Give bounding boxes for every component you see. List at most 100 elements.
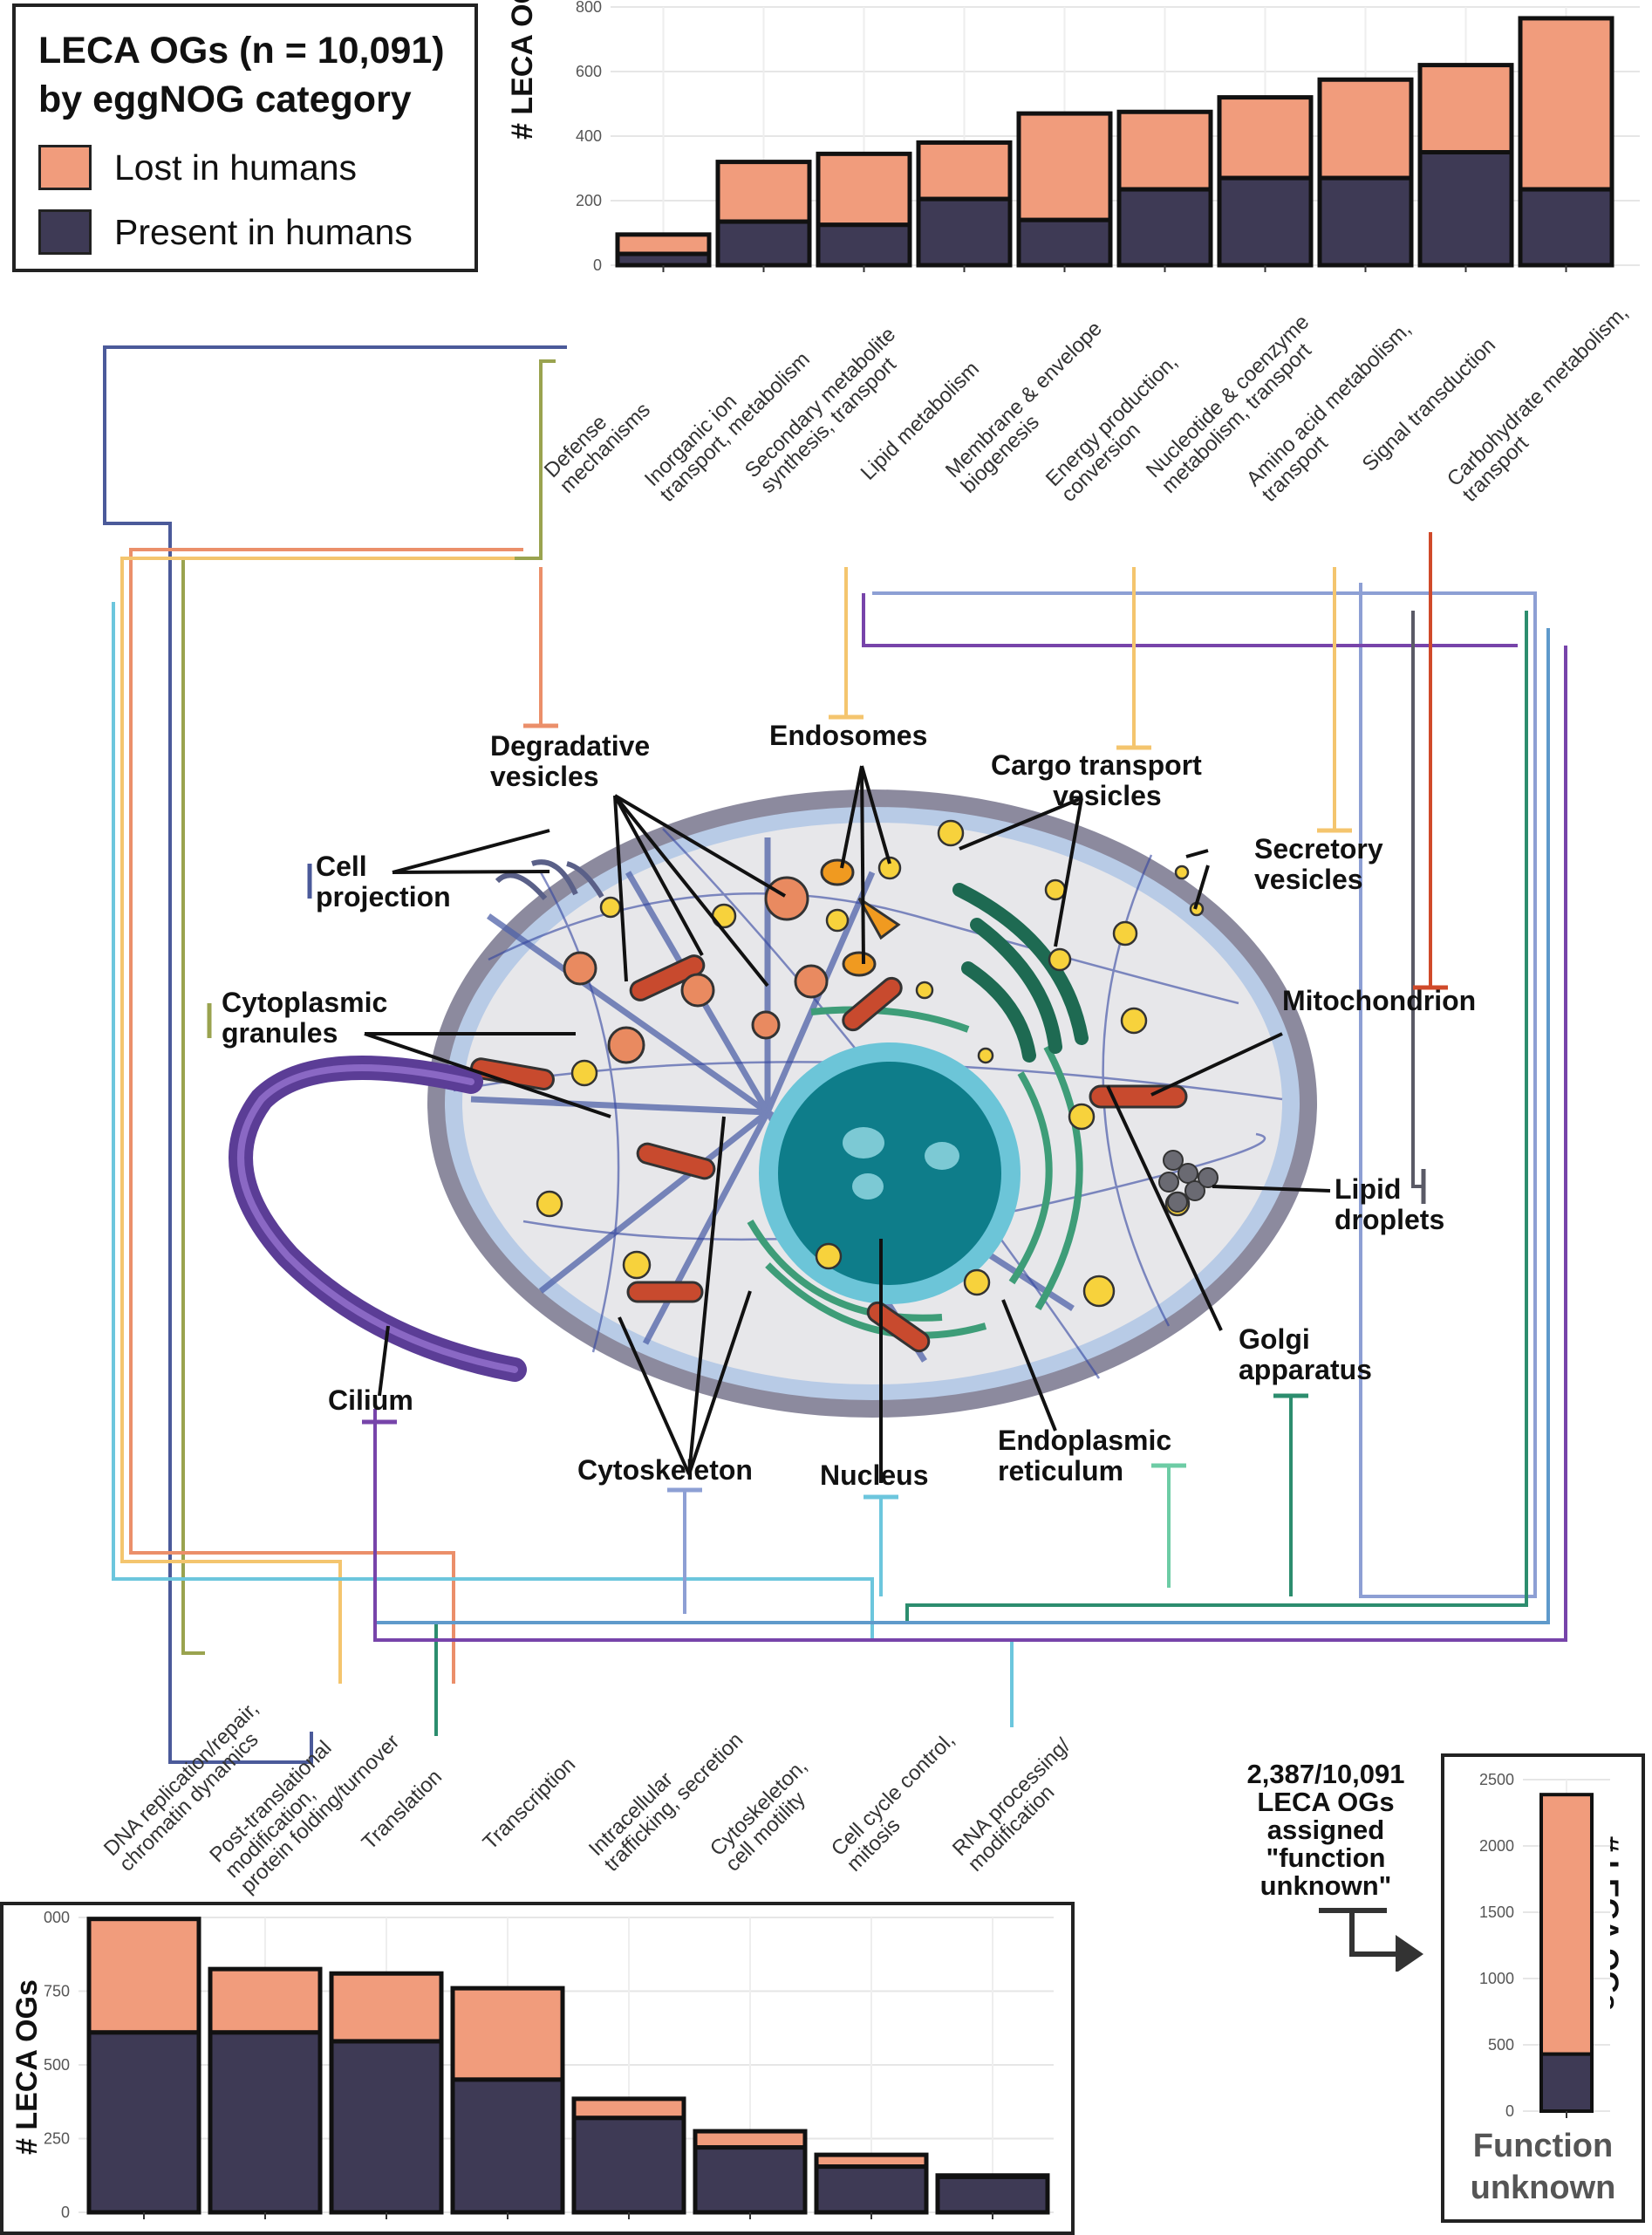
y-tick-label: 750	[44, 1983, 70, 2000]
y-tick-label: 500	[44, 2056, 70, 2074]
y-tick-label: 2000	[1479, 1837, 1514, 1855]
connector-lines	[103, 345, 1567, 1764]
label-cytoskeleton: Cytoskeleton	[577, 1454, 753, 1486]
unknown-note: 2,387/10,091 LECA OGs assigned "function…	[1221, 1760, 1430, 1900]
arrow-head-icon	[1396, 1935, 1423, 1972]
label-endoplasmic-reticulum: Endoplasmic reticulum	[998, 1425, 1172, 1487]
legend-title: LECA OGs (n = 10,091) by eggNOG category	[38, 26, 445, 124]
legend-title-line1: LECA OGs (n = 10,091)	[38, 30, 445, 72]
y-tick-label: 400	[576, 127, 602, 145]
unknown-note-line5: unknown"	[1259, 1870, 1392, 1901]
bar-lost	[86, 1917, 201, 2035]
bar-lost	[450, 1986, 565, 2082]
legend-present-label: Present in humans	[114, 211, 413, 252]
unknown-note-line4: "function	[1266, 1842, 1386, 1873]
bar-present	[916, 196, 1013, 268]
cell-projection	[495, 859, 604, 900]
top-chart: 0 200 400 600 800	[576, 0, 1640, 274]
bar-lost	[571, 2096, 686, 2121]
label-nucleus: Nucleus	[820, 1459, 929, 1491]
degradative-vesicles	[563, 876, 829, 1064]
legend-box: LECA OGs (n = 10,091) by eggNOG category…	[12, 3, 478, 272]
connector-lipid-droplets	[1411, 611, 1422, 1188]
unknown-note-line3: assigned	[1266, 1815, 1385, 1845]
label-cilium: Cilium	[328, 1384, 413, 1416]
endoplasmic-reticulum	[747, 1006, 1083, 1339]
golgi-apparatus	[952, 883, 1089, 1063]
bar-present	[329, 2039, 444, 2215]
label-secretory-vesicles: Secretory vesicles	[1254, 833, 1383, 895]
label-cell-projection: Cell projection	[316, 851, 451, 912]
bar-present	[571, 2115, 686, 2215]
bottom-chart: 0 250 500 750 1000	[44, 1909, 1054, 2221]
bar-present	[208, 2030, 323, 2215]
bar-present	[450, 2077, 565, 2215]
label-degradative-vesicles: Degradative vesicles	[490, 730, 651, 792]
unknown-xlabel-line2: unknown	[1470, 2170, 1616, 2206]
bar-lost	[329, 1971, 444, 2044]
bar-lost	[208, 1966, 323, 2035]
arrow-line	[1319, 1908, 1396, 1957]
label-golgi-apparatus: Golgi apparatus	[1239, 1323, 1372, 1385]
y-tick-label: 0	[61, 2204, 70, 2221]
y-tick-label: 1000	[44, 1909, 70, 1926]
y-tick-label: 2500	[1479, 1771, 1514, 1788]
bar-present	[86, 2030, 201, 2215]
endosomes	[820, 858, 901, 977]
y-tick-label: 1000	[1479, 1970, 1514, 1987]
y-tick-label: 0	[593, 256, 602, 274]
connector-transcription	[112, 602, 1014, 1727]
bar-lost	[715, 160, 812, 224]
connector-membrane	[862, 593, 1518, 647]
bar-present	[935, 2174, 1050, 2215]
connector-caps	[207, 714, 1448, 1500]
nucleus	[778, 1062, 1001, 1285]
bar-lost	[1539, 1793, 1594, 2056]
unknown-xlabel-line1: Function	[1472, 2128, 1614, 2164]
connector-signal	[872, 583, 1537, 1598]
bar-present	[814, 2164, 929, 2215]
lipid-droplets	[1158, 1150, 1219, 1213]
bar-present	[1016, 217, 1113, 268]
label-mitochondrion: Mitochondrion	[1282, 985, 1477, 1016]
bar-present	[1317, 175, 1414, 268]
bar-present	[1116, 187, 1213, 268]
bar-lost	[1116, 109, 1213, 192]
label-pointers	[364, 765, 1331, 1483]
y-tick-label: 250	[44, 2130, 70, 2148]
bar-present	[1518, 187, 1614, 268]
unknown-note-line1: 2,387/10,091	[1246, 1759, 1405, 1789]
label-lipid-droplets: Lipid droplets	[1335, 1173, 1445, 1235]
connector-defense	[103, 345, 567, 1764]
bar-lost	[1016, 111, 1113, 222]
connector-secondary	[120, 557, 515, 1684]
legend-item-present: Present in humans	[38, 209, 413, 255]
legend-title-line2: by eggNOG category	[38, 79, 412, 120]
bar-lost	[1417, 63, 1514, 154]
connector-cytoskeleton	[373, 646, 1567, 1642]
legend-lost-label: Lost in humans	[114, 147, 358, 188]
bar-present	[1417, 150, 1514, 268]
y-tick-label: 800	[576, 0, 602, 16]
y-tick-label: 0	[1505, 2102, 1514, 2120]
bar-lost	[693, 2129, 808, 2150]
label-cargo-transport-vesicles: Cargo transport vesicles	[991, 749, 1202, 811]
y-tick-label: 500	[1488, 2036, 1514, 2054]
y-tick-label: 600	[576, 63, 602, 80]
unknown-arrow	[1319, 1908, 1423, 1972]
present-swatch	[38, 209, 92, 255]
legend-item-lost: Lost in humans	[38, 145, 357, 190]
label-cytoplasmic-granules: Cytoplasmic granules	[222, 987, 388, 1049]
bar-present	[693, 2145, 808, 2215]
connector-lipid	[129, 548, 523, 1684]
lost-swatch	[38, 145, 92, 190]
bar-present	[1539, 2052, 1594, 2114]
y-tick-label: 1500	[1479, 1904, 1514, 1921]
label-endosomes: Endosomes	[769, 720, 928, 751]
unknown-xlabel: Function unknown	[1444, 2125, 1642, 2209]
bottom-chart-ylabel: # LECA OGs	[10, 1979, 44, 2155]
unknown-note-line2: LECA OGs	[1257, 1787, 1395, 1817]
y-tick-label: 200	[576, 192, 602, 209]
cell	[427, 789, 1317, 1418]
